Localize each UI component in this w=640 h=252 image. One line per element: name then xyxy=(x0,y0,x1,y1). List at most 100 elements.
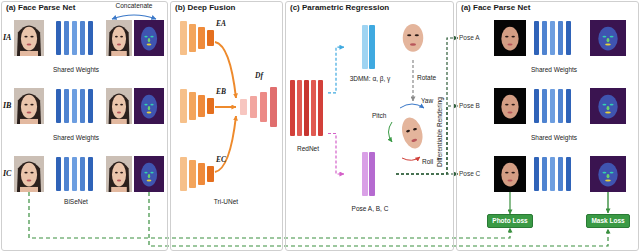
mouth xyxy=(147,111,152,113)
face-skin xyxy=(403,24,424,52)
encoder-layer xyxy=(207,98,214,114)
eye xyxy=(144,104,147,106)
decoder-layer xyxy=(250,96,257,118)
face-skin xyxy=(598,95,617,119)
bisenet-layer xyxy=(88,21,93,55)
bisenet-layer xyxy=(64,21,69,55)
bisenet-layer xyxy=(72,21,77,55)
face-skin xyxy=(112,95,126,119)
rednet-layer xyxy=(297,80,302,136)
bisenet-layer xyxy=(56,89,61,123)
photo-face xyxy=(106,20,132,56)
nose xyxy=(607,106,610,110)
module-panel: (c) Parametric RegressionRedNet3DMM: α, … xyxy=(285,1,454,251)
image-box: IB xyxy=(2,88,46,124)
node-label: Photo Loss xyxy=(492,217,527,224)
mouth xyxy=(117,179,121,181)
image-ground xyxy=(494,156,526,192)
mouth xyxy=(605,179,611,181)
panel-heading: (a) Face Parse Net xyxy=(461,4,530,13)
rednet-layer xyxy=(290,80,295,136)
face-skin xyxy=(501,163,518,187)
nose xyxy=(148,38,150,42)
face-skin xyxy=(141,163,157,187)
eye xyxy=(602,104,606,106)
render-face xyxy=(494,20,526,56)
encoder-symbol: EA xyxy=(216,20,226,28)
mouth xyxy=(117,43,121,45)
photo-face xyxy=(14,156,44,192)
shoulders xyxy=(20,119,38,124)
hair xyxy=(17,25,41,56)
pitch-arrow xyxy=(389,122,393,142)
node-label: Pose A xyxy=(459,34,480,41)
concatenate-arrow xyxy=(112,15,156,19)
eye xyxy=(511,104,515,106)
shoulders xyxy=(111,51,127,56)
photo-face xyxy=(14,88,44,124)
panel-heading: (a) Face Parse Net xyxy=(6,4,75,13)
bisenet-layer xyxy=(542,157,547,191)
weight-sharing-note: Shared Weights xyxy=(53,66,99,73)
bisenet-layer xyxy=(534,21,539,55)
decoder-layer xyxy=(270,87,277,127)
rotate-arrow xyxy=(412,60,413,101)
photo-face xyxy=(106,156,132,192)
encoder-layer xyxy=(180,89,187,123)
bisenet-layer xyxy=(80,89,85,123)
connector-arrow xyxy=(29,192,510,238)
face-skin xyxy=(598,163,617,187)
eye xyxy=(144,172,147,174)
connector-arrow xyxy=(509,192,510,214)
bisenet-layer xyxy=(558,89,563,123)
face-skin xyxy=(501,27,518,51)
eye xyxy=(505,104,509,106)
node-label: Pose A, B, C xyxy=(352,205,389,212)
encoder-layer xyxy=(207,30,214,46)
render-face xyxy=(494,156,526,192)
image-ground xyxy=(106,20,132,56)
eye xyxy=(610,36,614,38)
encoder-layer xyxy=(198,27,205,49)
mouth xyxy=(117,111,121,113)
image-ground xyxy=(134,20,164,56)
mouth xyxy=(410,43,416,46)
eye xyxy=(24,172,27,174)
eye xyxy=(115,104,118,106)
eye xyxy=(120,172,123,174)
bisenet-layer xyxy=(88,157,93,191)
face-skin xyxy=(501,95,518,119)
photo-face xyxy=(14,20,44,56)
image-ground xyxy=(14,20,44,56)
image-ground xyxy=(590,20,626,56)
axis-label: Pitch xyxy=(372,112,386,119)
shoulders xyxy=(20,187,38,192)
mouth xyxy=(27,111,32,113)
node-label: IA xyxy=(3,34,11,43)
bisenet-layer xyxy=(80,157,85,191)
connector-arrow xyxy=(328,134,344,175)
bisenet-layer xyxy=(72,89,77,123)
node-label: Pose C xyxy=(459,170,480,177)
mouth xyxy=(507,179,512,181)
rednet-layer xyxy=(311,80,316,136)
bisenet-layer xyxy=(558,21,563,55)
encoder-symbol: EB xyxy=(216,88,226,96)
annotation: Concatenate xyxy=(116,2,153,9)
bisenet-layer xyxy=(64,157,69,191)
image-ground xyxy=(494,20,526,56)
process-label: Differentiable Rendering xyxy=(436,97,443,167)
mask-face xyxy=(134,88,164,124)
eye xyxy=(120,104,123,106)
eye xyxy=(511,36,515,38)
eye xyxy=(505,172,509,174)
loss-box: Photo Loss xyxy=(487,214,533,228)
image-ground xyxy=(590,88,626,124)
node-label: RedNet xyxy=(297,145,319,152)
node-label: IC xyxy=(3,170,11,179)
eye xyxy=(120,36,123,38)
rednet-layer xyxy=(318,80,323,136)
